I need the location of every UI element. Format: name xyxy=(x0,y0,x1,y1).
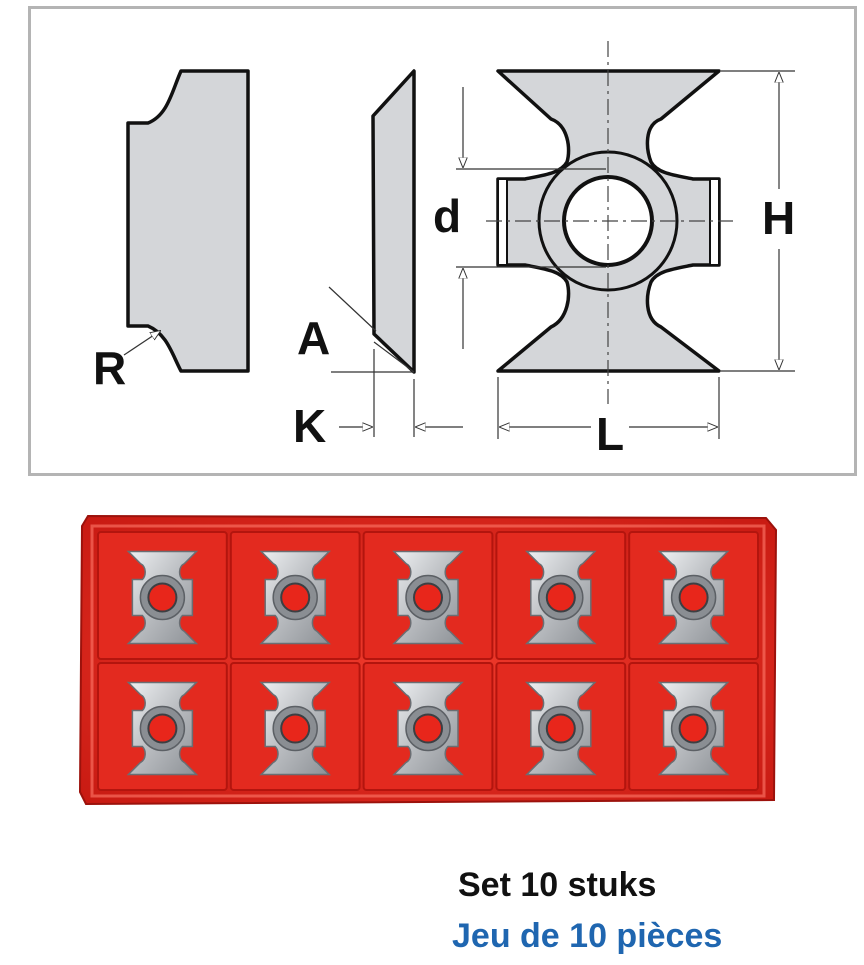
insert-hole xyxy=(280,582,311,613)
insert-flat-left xyxy=(497,178,508,266)
carbide-insert xyxy=(126,550,199,645)
insert-tray xyxy=(78,514,778,806)
insert-hole xyxy=(678,582,709,613)
length-label: L xyxy=(596,408,625,460)
height-label: H xyxy=(762,192,796,244)
carbide-insert xyxy=(259,550,332,645)
carbide-insert xyxy=(657,550,730,645)
radius-leader xyxy=(123,331,160,356)
set-caption-french: Jeu de 10 pièces xyxy=(452,917,723,955)
set-caption-dutch: Set 10 stuks xyxy=(458,866,657,904)
product-tray-photo xyxy=(78,512,778,808)
carbide-insert xyxy=(524,550,597,645)
insert-hole xyxy=(413,713,443,744)
insert-flat-right xyxy=(709,178,720,266)
carbide-insert xyxy=(126,681,199,776)
insert-hole xyxy=(147,582,178,613)
tray-inner-frame xyxy=(90,524,766,798)
insert-hole xyxy=(545,713,576,744)
technical-drawing-panel: R A K d H L xyxy=(28,6,857,476)
insert-front-view xyxy=(126,69,250,373)
insert-hole xyxy=(545,582,576,613)
angle-label: A xyxy=(297,312,331,364)
insert-side-view xyxy=(371,69,416,374)
carbide-insert xyxy=(259,681,332,776)
technical-drawing xyxy=(123,41,795,439)
carbide-insert xyxy=(657,681,730,776)
carbide-insert xyxy=(524,681,597,776)
angle-arc-line xyxy=(373,341,415,373)
radius-label: R xyxy=(93,342,127,394)
insert-hole xyxy=(413,582,443,613)
thickness-label: K xyxy=(293,400,327,452)
bore-label: d xyxy=(433,190,462,242)
carbide-insert xyxy=(392,681,464,776)
insert-hole xyxy=(147,713,178,744)
insert-hole xyxy=(280,713,311,744)
angle-line xyxy=(328,286,377,332)
insert-hole xyxy=(678,713,709,744)
carbide-insert xyxy=(392,550,464,645)
